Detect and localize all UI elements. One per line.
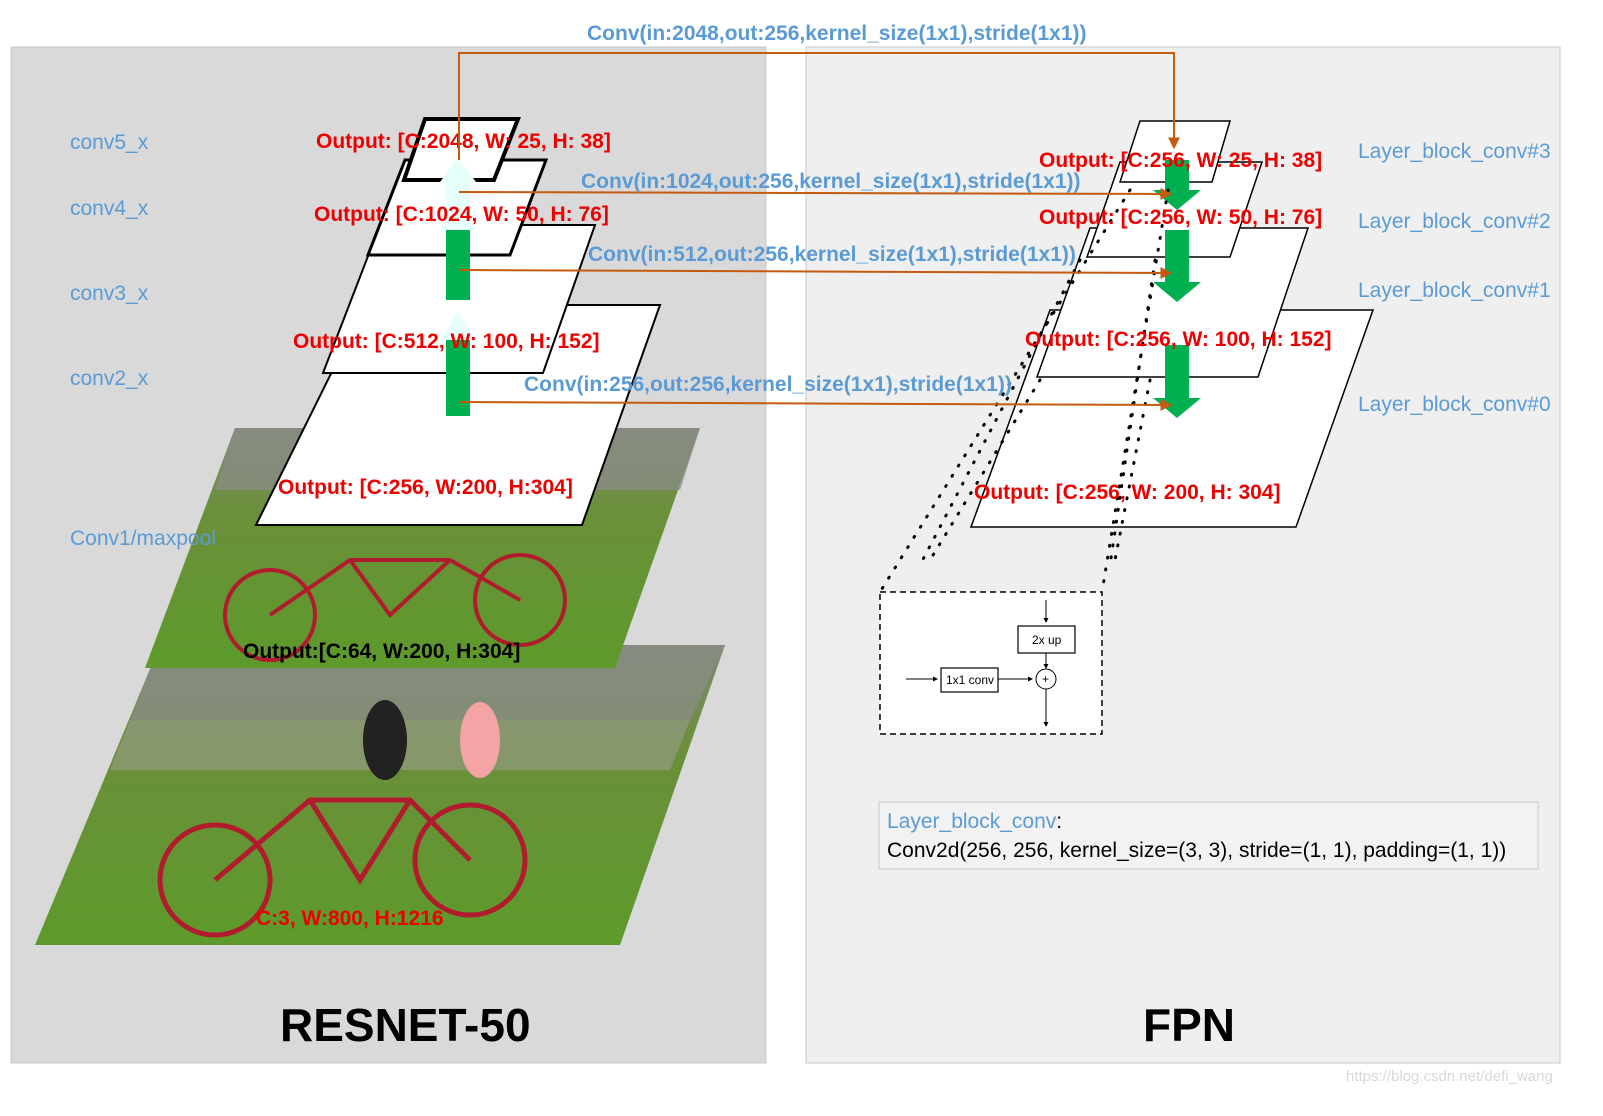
upsample-label: 2x up [1032,633,1062,647]
stage-label-conv5: conv5_x [70,131,149,154]
cyclists-image [157,797,528,938]
conv1-output-label: Output:[C:64, W:200, H:304] [243,640,520,663]
stage-label-conv1: Conv1/maxpool [70,527,216,550]
conv5-plane [401,117,521,182]
resnet-up-arrows [440,158,476,416]
watermark: https://blog.csdn.net/defi_wang [1346,1068,1553,1085]
conv1x1-box [940,667,999,693]
fpn-layer-label-2: Layer_block_conv#2 [1358,210,1551,233]
lateral-arrows [458,52,1180,411]
resnet-output-conv2: Output: [C:256, W:200, H:304] [278,476,573,499]
fpn-layer-label-0: Layer_block_conv#0 [1358,393,1551,416]
note-value: Conv2d(256, 256, kernel_size=(3, 3), str… [887,839,1506,862]
resnet-title: RESNET-50 [280,999,531,1051]
fpn-output-3: Output: [C:256, W: 25, H: 38] [1039,149,1322,172]
add-symbol: + [1042,672,1049,686]
fpn-title: FPN [1143,999,1235,1051]
lateral-conv-label-3: Conv(in:256,out:256,kernel_size(1x1),str… [524,373,1012,396]
resnet-output-conv3: Output: [C:512, W: 100, H: 152] [293,330,600,353]
projection-dots [878,188,1170,594]
resnet-output-conv5: Output: [C:2048, W: 25, H: 38] [316,130,611,153]
fpn-plane-3 [1118,120,1232,183]
fpn-block-detail: 2x up 1x1 conv + [879,591,1103,735]
lateral-conv-label-1: Conv(in:1024,out:256,kernel_size(1x1),st… [581,170,1081,193]
input-size-label: C:3, W:800, H:1216 [256,907,444,930]
fpn-output-1: Output: [C:256, W: 100, H: 152] [1025,328,1332,351]
fpn-layer-label-1: Layer_block_conv#1 [1358,279,1551,302]
stage-label-conv2: conv2_x [70,367,149,390]
stage-label-conv4: conv4_x [70,197,149,220]
layer-block-note: Layer_block_conv: Conv2d(256, 256, kerne… [878,801,1539,870]
resnet-output-conv4: Output: [C:1024, W: 50, H: 76] [314,203,609,226]
upsample-box [1017,625,1076,654]
lateral-conv-label-0: Conv(in:2048,out:256,kernel_size(1x1),st… [587,22,1087,45]
fpn-layer-label-3: Layer_block_conv#3 [1358,140,1551,163]
conv1x1-label: 1x1 conv [946,673,994,687]
fpn-output-0: Output: [C:256, W: 200, H: 304] [974,481,1281,504]
lateral-conv-label-2: Conv(in:512,out:256,kernel_size(1x1),str… [588,243,1076,266]
fpn-output-2: Output: [C:256, W: 50, H: 76] [1039,206,1322,229]
stage-label-conv3: conv3_x [70,282,149,305]
note-key: Layer_block_conv: [887,810,1062,833]
